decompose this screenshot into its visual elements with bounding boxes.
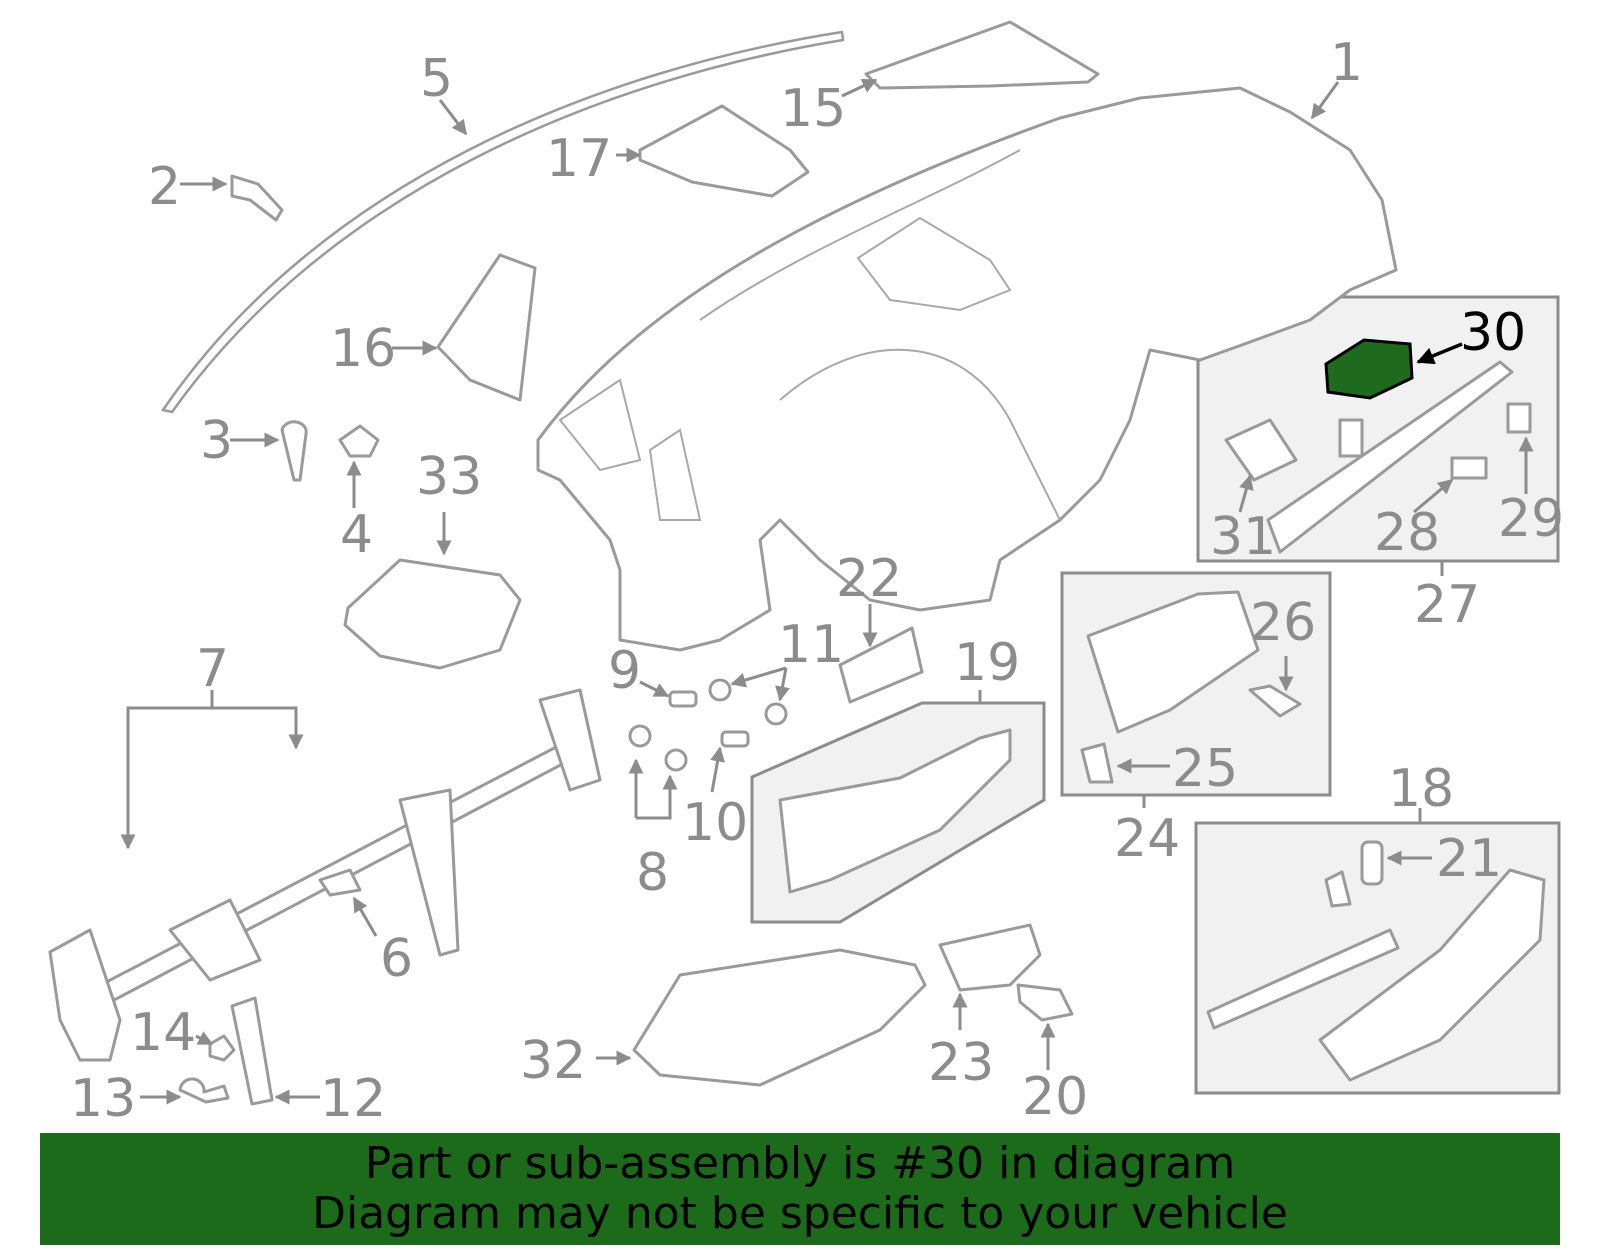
callout-27: 27 [1414,575,1480,635]
callout-10: 10 [682,793,748,853]
callout-9: 9 [608,641,641,701]
banner-line-2: Diagram may not be specific to your vehi… [312,1188,1288,1239]
leader-14 [195,1031,214,1046]
part-31b-clip [1338,418,1364,458]
callout-4: 4 [340,505,373,565]
leader-9 [639,680,670,698]
part-21-bumper [1360,840,1384,886]
callout-5: 5 [420,49,453,109]
leader-28 [1413,478,1454,514]
leader-15 [841,78,878,98]
part-10-bolt [720,730,750,748]
part-8-clip-b [664,748,688,772]
panel-center-opening [856,216,1012,312]
callout-18: 18 [1388,759,1454,819]
part-18-clip [1324,870,1352,908]
callout-22: 22 [836,549,902,609]
part-16-trim-panel [436,253,537,402]
leader-7 [120,690,214,850]
part-11-grommet-a [708,678,732,702]
leader-7b [212,706,304,750]
part-29-clip [1506,402,1532,434]
callout-21: 21 [1436,829,1502,889]
leader-11 [730,666,787,688]
beam-support-brace [398,788,460,957]
callout-3: 3 [200,411,233,471]
callout-33: 33 [416,447,482,507]
leader-8b [636,774,678,820]
callout-17: 17 [546,129,612,189]
leader-31 [1238,474,1254,513]
part-31-vent [1224,418,1298,482]
callout-30[interactable]: 30 [1460,303,1526,363]
callout-29: 29 [1498,489,1564,549]
beam-center-bracket [168,898,262,982]
callout-15: 15 [780,79,846,139]
part-25-clip [1080,742,1114,784]
leader-5 [438,99,468,136]
callout-32: 32 [520,1031,586,1091]
part-11-grommet-b [764,702,788,726]
part-2-bolt [230,174,284,222]
part-20-clip [1016,983,1074,1022]
callout-25: 25 [1172,739,1238,799]
panel-cluster-detail [648,428,702,521]
part-23-housing [938,923,1042,992]
callout-11: 11 [778,615,844,675]
beam-left-bracket [48,928,122,1062]
leader-1 [1310,81,1340,120]
callout-14: 14 [130,1003,196,1063]
part-5-trim-strip [160,30,845,414]
banner-line-1: Part or sub-assembly is #30 in diagram [364,1138,1236,1189]
part-1-instrument-panel [536,86,1398,652]
callout-1: 1 [1330,33,1363,93]
info-banner: Part or sub-assembly is #30 in diagram D… [40,1133,1560,1245]
callout-8: 8 [636,843,669,903]
part-28-clip [1450,456,1488,480]
part-12-brace [230,996,274,1106]
part-9-bolt [668,690,698,708]
part-8-clip-a [628,724,652,748]
part-18-glovebox [1318,868,1546,1082]
part-22-bezel [838,626,924,704]
part-19-trim [778,728,1012,894]
callout-13: 13 [70,1069,136,1129]
leader-11b [775,667,790,702]
part-24-display-bezel [1086,590,1260,734]
panel-left-detail [558,378,642,472]
panel-vent-grid [699,149,1021,321]
callout-26: 26 [1250,593,1316,653]
callout-2: 2 [148,157,181,217]
callout-19: 19 [954,633,1020,693]
leader-30[interactable] [1416,342,1463,365]
callout-31: 31 [1210,507,1276,567]
callout-7: 7 [196,639,229,699]
callout-20: 20 [1022,1067,1088,1127]
part-27-trim-strip [1266,360,1514,554]
part-18-trim-strip [1206,928,1400,1030]
part-13-bolt [178,1077,230,1104]
part-4-nut [338,424,380,458]
leader-6 [352,896,378,937]
part-6-bracket [318,868,362,897]
part-3-screw [280,420,308,482]
callout-6: 6 [380,929,413,989]
leader-10 [710,746,725,793]
callout-12: 12 [320,1069,386,1129]
callout-16: 16 [330,319,396,379]
callout-23: 23 [928,1033,994,1093]
beam-right-bracket [538,688,602,792]
callout-28: 28 [1374,503,1440,563]
part-26-clip [1248,684,1302,718]
part-32-lower-panel [632,948,927,1087]
part-33-airbag [343,558,522,670]
part-17-cover [638,104,810,198]
part-14-nut [208,1034,236,1062]
part-30-vent-highlighted [1324,338,1414,400]
callout-24: 24 [1114,809,1180,869]
part-15-defroster-grille [864,20,1100,90]
panel-lower-contour [779,348,1061,521]
